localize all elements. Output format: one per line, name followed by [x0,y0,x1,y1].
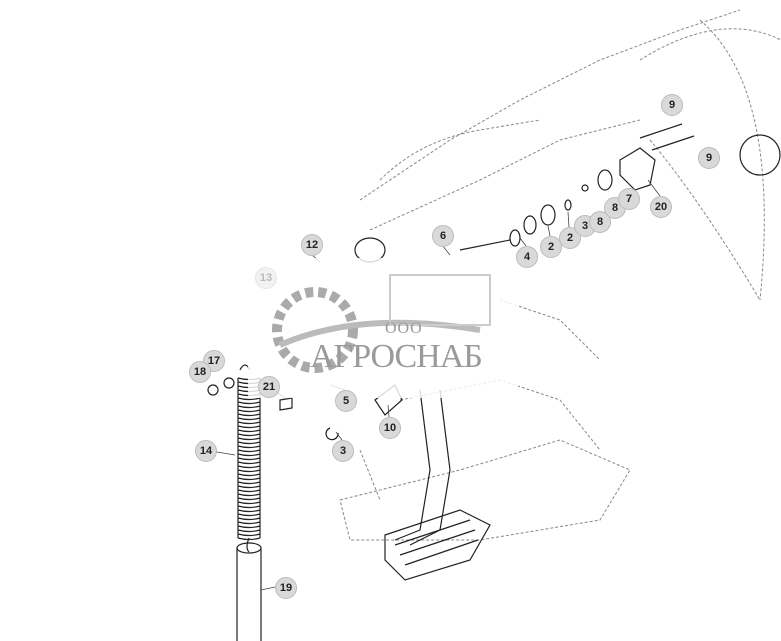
callout-18: 18 [189,361,211,383]
callout-4: 4 [516,246,538,268]
callout-6: 6 [432,225,454,247]
callout-7: 7 [618,188,640,210]
callout-10: 10 [379,417,401,439]
callout-2: 2 [540,236,562,258]
callout-12: 12 [301,234,323,256]
callout-13: 13 [255,267,277,289]
spring-tube [236,542,262,641]
watermark-name: АГРОСНАБ [310,338,483,375]
callout-20: 20 [650,196,672,218]
callout-8: 8 [589,211,611,233]
callout-14: 14 [195,440,217,462]
brake-pedal [384,389,491,581]
watermark-prefix: ООО [385,320,423,337]
callout-21: 21 [258,376,280,398]
callout-5: 5 [335,390,357,412]
callout-19: 19 [275,577,297,599]
callout-3: 3 [332,440,354,462]
callout-9: 9 [661,94,683,116]
callout-9: 9 [698,147,720,169]
